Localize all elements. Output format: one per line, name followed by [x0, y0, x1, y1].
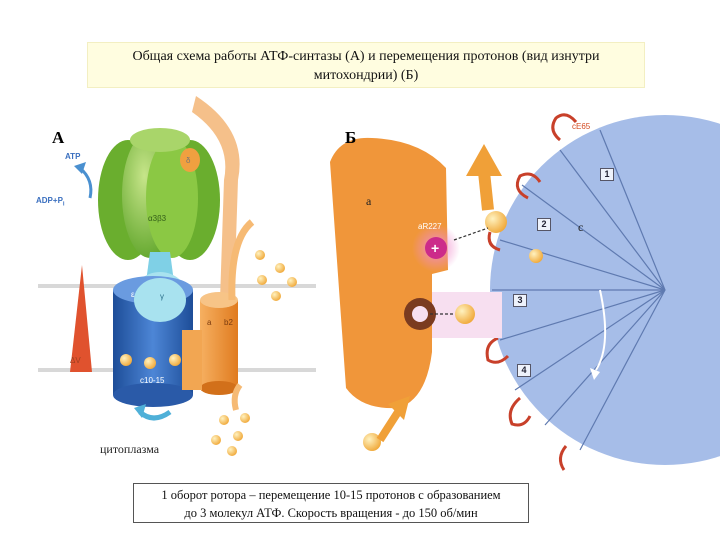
title-caption: Общая схема работы АТФ-синтазы (А) и пер…: [87, 42, 645, 88]
cytoplasm-label: цитоплазма: [100, 442, 160, 456]
epsilon-label: ε: [131, 290, 135, 299]
stator-arm: [192, 96, 240, 300]
stator-a-subunit: [200, 300, 238, 388]
panel-a: [38, 96, 316, 456]
panel-b: [330, 113, 720, 471]
delta-v-label: ΔV: [70, 356, 81, 365]
ce65-label: cE65: [572, 122, 591, 131]
plus-sign: +: [431, 240, 440, 256]
panel-a-letter: А: [52, 128, 65, 147]
adp-label: ADP+Pi: [36, 196, 65, 208]
f1-head: [98, 128, 220, 260]
delta-v-triangle: [70, 265, 92, 372]
alpha-beta-label: α3β3: [148, 214, 167, 223]
position-3: 3: [513, 294, 527, 307]
b-a-label: a: [366, 194, 372, 208]
c-e65-chains: [485, 113, 578, 471]
arginine-charge: [425, 237, 447, 259]
atp-label: ATP: [65, 152, 81, 161]
title-line-1: Общая схема работы АТФ-синтазы (А) и пер…: [132, 49, 600, 64]
bottom-line-2: до 3 молекул АТФ. Скорость вращения - до…: [184, 506, 478, 520]
gamma-label: γ: [160, 292, 164, 301]
position-1: 1: [600, 168, 614, 181]
delta-label: δ: [186, 156, 191, 165]
ar227-label: aR227: [418, 222, 442, 231]
b2-label: b2: [224, 318, 233, 327]
title-line-2: митохондрии) (Б): [313, 68, 419, 83]
b-c-label: c: [578, 220, 584, 234]
position-4: 4: [517, 364, 531, 377]
bottom-line-1: 1 оборот ротора – перемещение 10-15 прот…: [161, 488, 501, 502]
position-2: 2: [537, 218, 551, 231]
a-subunit-body: [330, 137, 448, 409]
a-label: a: [207, 318, 212, 327]
panel-b-letter: Б: [345, 128, 357, 147]
rotor-spokes: [492, 129, 666, 451]
c-ring-label: c10-15: [140, 376, 165, 385]
rotation-arrow: [138, 409, 172, 421]
bottom-caption: 1 оборот ротора – перемещение 10-15 прот…: [133, 483, 529, 523]
